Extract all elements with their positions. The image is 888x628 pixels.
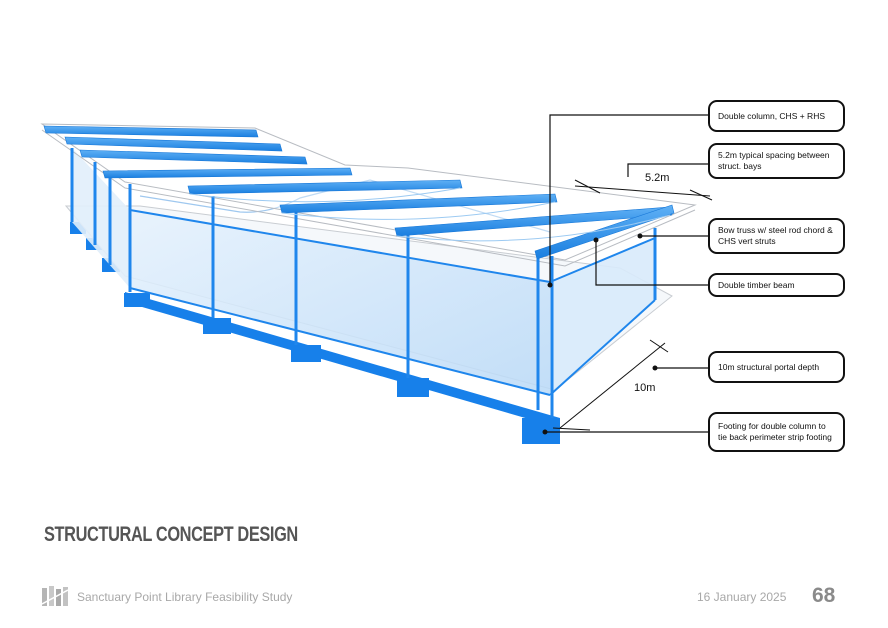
roof-eave-line <box>41 129 696 267</box>
page-number: 68 <box>812 584 836 607</box>
columns <box>70 148 657 418</box>
glazing-wall-left <box>72 148 130 288</box>
footer-study-title: Sanctuary Point Library Feasibility Stud… <box>77 590 293 604</box>
callout-text: 10m structural portal depth <box>718 361 820 372</box>
callout-text: Footing for double column to tie back pe… <box>718 421 832 442</box>
callout-timber-beam: Double timber beam <box>708 273 845 297</box>
callout-portal-depth: 10m structural portal depth <box>708 351 845 383</box>
bow-truss-rods <box>189 187 671 242</box>
leader-dots <box>542 233 658 435</box>
callout-footing: Footing for double column to tie back pe… <box>708 412 845 452</box>
dimension-lines <box>552 179 713 431</box>
roof-beams <box>43 125 675 260</box>
callout-bay-spacing: 5.2m typical spacing between struct. bay… <box>708 143 845 179</box>
footer-date: 16 January 2025 <box>697 590 787 604</box>
callout-text: Double column, CHS + RHS <box>718 110 826 121</box>
portal-depth-dimension: 10m <box>634 382 656 394</box>
leader-lines <box>545 114 708 433</box>
callout-text: Bow truss w/ steel rod chord & CHS vert … <box>718 225 833 246</box>
studio-logo-icon <box>42 586 68 606</box>
bay-spacing-dimension: 5.2m <box>645 172 670 184</box>
callout-double-column: Double column, CHS + RHS <box>708 100 845 132</box>
callout-text: 5.2m typical spacing between struct. bay… <box>718 150 830 171</box>
callout-text: Double timber beam <box>718 279 795 290</box>
wall-frame-lines <box>129 209 656 396</box>
callout-bow-truss: Bow truss w/ steel rod chord & CHS vert … <box>708 218 845 254</box>
section-title: STRUCTURAL CONCEPT DESIGN <box>44 523 298 546</box>
glazing-wall-front <box>130 210 550 395</box>
glazing-wall-side <box>550 238 655 395</box>
